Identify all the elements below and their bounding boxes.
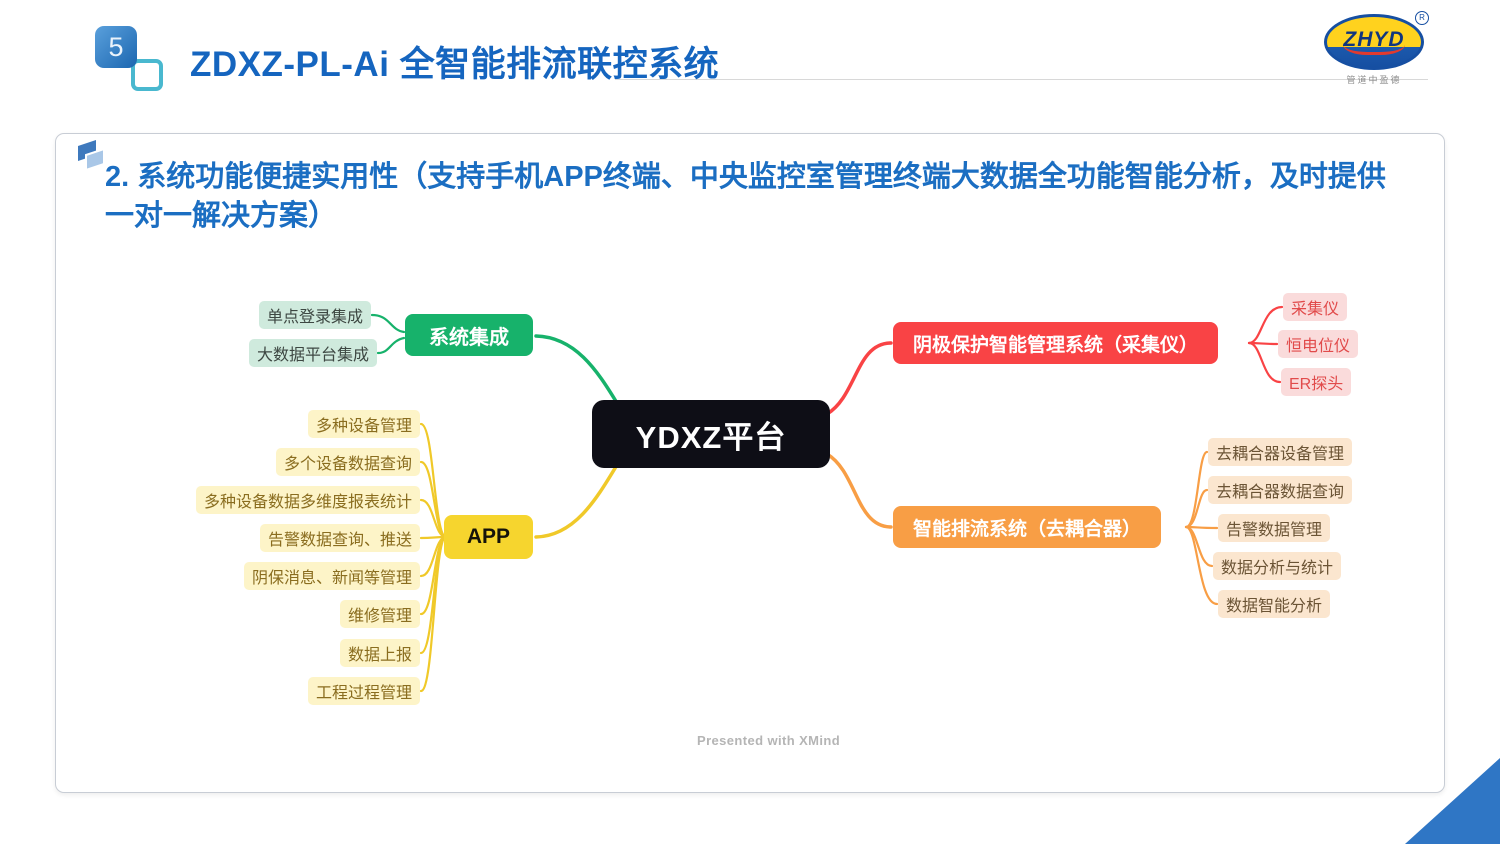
child-node-data-analysis-stats: 数据分析与统计 (1213, 552, 1342, 580)
child-node-device-data-query: 多个设备数据查询 (275, 448, 420, 476)
child-node-er-probe: ER探头 (1281, 368, 1352, 396)
company-logo: ZHYD R 管道中盈德 (1318, 11, 1430, 86)
section-heading: 2. 系统功能便捷实用性（支持手机APP终端、中央监控室管理终端大数据全功能智能… (105, 158, 1397, 236)
mindmap-center-node: YDXZ平台 (592, 400, 830, 468)
child-node-sso: 单点登录集成 (258, 301, 371, 329)
branch-node-cathodic-protection: 阴极保护智能管理系统（采集仪） (893, 322, 1219, 364)
header-divider (615, 79, 1428, 80)
child-node-data-smart-analysis: 数据智能分析 (1218, 590, 1331, 618)
child-node-bigdata-platform: 大数据平台集成 (248, 339, 377, 367)
branch-node-system-integration: 系统集成 (405, 314, 533, 356)
child-node-potentiostat: 恒电位仪 (1278, 330, 1359, 358)
branch-node-drainage: 智能排流系统（去耦合器） (893, 506, 1162, 548)
child-node-project-process: 工程过程管理 (307, 677, 420, 705)
corner-triangle-decoration (1405, 758, 1500, 844)
child-node-decoupler-data-query: 去耦合器数据查询 (1208, 476, 1353, 504)
child-node-device-mgmt: 多种设备管理 (307, 410, 420, 438)
xmind-watermark: Presented with XMind (697, 733, 841, 748)
branch-node-app: APP (443, 515, 533, 559)
section-heading-bold: 2. 系统功能便捷实用性 (105, 161, 399, 193)
slide-number-badge: 5 (95, 26, 137, 68)
flag-icon (78, 140, 105, 172)
logo-text: ZHYD (1343, 29, 1405, 55)
child-node-news-mgmt: 阴保消息、新闻等管理 (243, 562, 420, 590)
registered-mark-icon: R (1415, 11, 1429, 25)
child-node-alarm-data-mgmt: 告警数据管理 (1218, 514, 1331, 542)
badge-outline-decoration (131, 59, 163, 91)
logo-tagline: 管道中盈德 (1346, 75, 1402, 85)
logo-ellipse-icon: ZHYD R (1324, 11, 1429, 70)
child-node-alarm-query-push: 告警数据查询、推送 (259, 524, 420, 552)
child-node-multidim-report: 多种设备数据多维度报表统计 (195, 486, 420, 514)
page-title: ZDXZ-PL-Ai 全智能排流联控系统 (190, 45, 720, 84)
child-node-decoupler-device-mgmt: 去耦合器设备管理 (1208, 438, 1353, 466)
child-node-data-report: 数据上报 (339, 639, 420, 667)
section-heading-rest: （支持手机APP终端、中央监控室管理终端大数据全功能智能分析，及时提供一对一解决… (105, 161, 1386, 232)
child-node-collector: 采集仪 (1283, 293, 1348, 321)
child-node-maintenance: 维修管理 (339, 600, 420, 628)
